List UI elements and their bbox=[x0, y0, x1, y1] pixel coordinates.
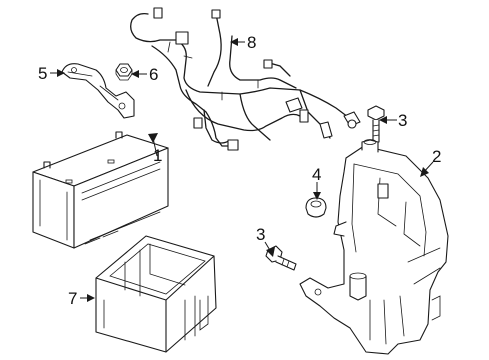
battery-tray-part bbox=[95, 235, 217, 353]
hold-down-bracket-part bbox=[61, 63, 135, 119]
reservoir-part bbox=[299, 139, 449, 355]
callout-3-upper: 3 bbox=[398, 111, 407, 130]
callout-1: 1 bbox=[153, 146, 162, 165]
nut-part bbox=[115, 63, 133, 81]
battery-part bbox=[32, 131, 169, 249]
wiring-harness-part bbox=[130, 7, 361, 151]
callout-6: 6 bbox=[149, 65, 158, 84]
callout-labels: 1 2 3 3 4 5 6 7 8 bbox=[38, 33, 441, 308]
callout-2: 2 bbox=[432, 147, 441, 166]
leader-lines bbox=[50, 38, 434, 302]
callout-3-lower: 3 bbox=[256, 225, 265, 244]
callout-7: 7 bbox=[68, 289, 77, 308]
grommet-part bbox=[305, 197, 327, 218]
callout-4: 4 bbox=[312, 165, 321, 184]
callout-5: 5 bbox=[38, 64, 47, 83]
callout-8: 8 bbox=[247, 33, 256, 52]
bolt-upper-part bbox=[367, 105, 385, 143]
